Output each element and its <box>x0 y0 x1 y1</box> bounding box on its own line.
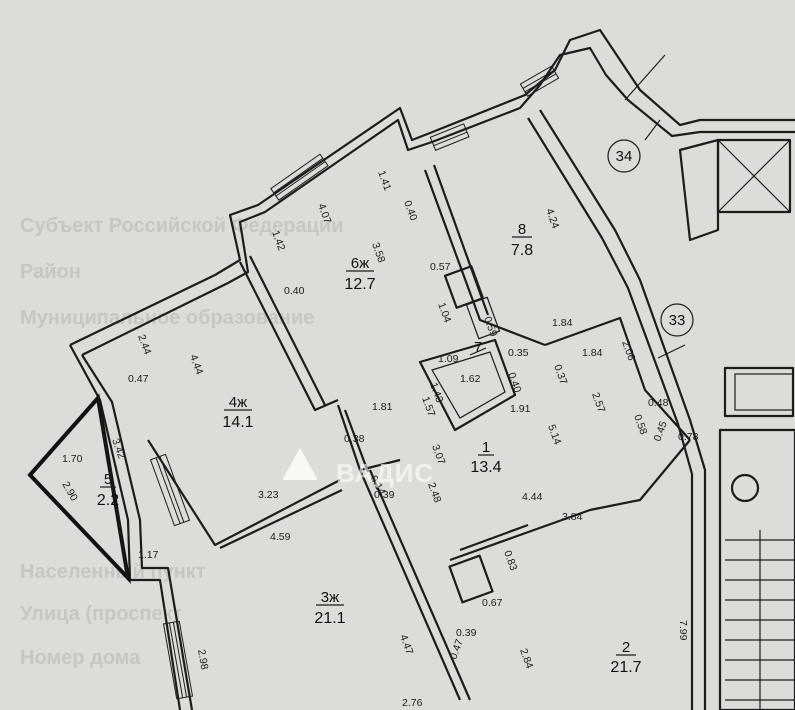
dim-label: 3.23 <box>258 489 279 501</box>
dim-label: 0.40 <box>284 285 305 297</box>
dim-label: 0.67 <box>482 597 503 609</box>
bg-text-municipality: Муниципальное образование <box>20 307 314 329</box>
svg-text:3ж: 3ж <box>321 589 339 606</box>
svg-text:2: 2 <box>622 639 630 656</box>
dim-label: 1.84 <box>552 317 573 329</box>
dim-label: 7.99 <box>677 620 689 641</box>
dim-label: 0.39 <box>374 489 395 501</box>
dim-label: 2.57 <box>589 391 607 414</box>
axis-33-label: 33 <box>669 312 686 329</box>
dim-label: 2.98 <box>195 648 210 670</box>
dim-label: 2.90 <box>59 480 80 504</box>
axis-34-label: 34 <box>616 148 633 165</box>
dim-label: 4.47 <box>397 633 415 656</box>
dim-label: 1.81 <box>372 401 393 413</box>
dim-label: 2.84 <box>517 647 535 670</box>
watermark-text: ВАДИС <box>336 458 434 488</box>
dim-label: 1.70 <box>62 453 83 465</box>
dim-label: 4.44 <box>187 353 205 376</box>
dim-label: 0.48 <box>648 397 669 409</box>
svg-text:12.7: 12.7 <box>344 276 375 293</box>
dim-label: 0.57 <box>430 261 451 273</box>
dim-label: 0.39 <box>456 627 477 639</box>
svg-text:1: 1 <box>482 439 490 456</box>
dim-label: 0.35 <box>508 347 529 359</box>
dim-label: 0.47 <box>448 638 466 661</box>
dim-label: 5.14 <box>545 423 563 446</box>
background-form-text: Субъект Российской Федерации Район Муниц… <box>20 215 344 669</box>
dim-label: 3.58 <box>369 241 387 264</box>
svg-text:5: 5 <box>104 471 112 488</box>
balcony-5 <box>27 393 132 585</box>
dim-label: 0.40 <box>401 199 419 222</box>
interior-walls <box>147 164 691 701</box>
axis-marker-33: 33 <box>660 303 694 337</box>
window-room3 <box>162 620 194 700</box>
dim-label: 1.04 <box>435 301 453 324</box>
svg-text:8: 8 <box>518 221 526 238</box>
bg-text-subject: Субъект Российской Федерации <box>20 215 344 237</box>
dim-label: 2.44 <box>135 333 153 356</box>
dim-label: 0.78 <box>678 431 699 443</box>
dim-label: 0.83 <box>501 549 519 572</box>
dimension-labels: 1.41 4.07 0.40 1.42 3.58 0.57 0.40 1.04 … <box>59 169 698 709</box>
room-8-label: 8 7.8 <box>511 221 533 259</box>
room-labels: 1 13.4 2 21.7 3ж 21.1 4ж 14.1 5 2.2 6ж 1… <box>97 221 642 676</box>
dim-label: 3.84 <box>562 511 583 523</box>
bg-text-street: Улица (проспект <box>20 603 183 625</box>
window-stair <box>519 65 560 97</box>
dim-label: 4.59 <box>270 531 291 543</box>
room-2-label: 2 21.7 <box>610 639 641 676</box>
bg-text-settlement: Населенный пункт <box>20 561 206 583</box>
svg-text:2.2: 2.2 <box>97 492 119 509</box>
dim-label: 0.47 <box>128 373 149 385</box>
dim-label: 1.84 <box>582 347 603 359</box>
svg-text:13.4: 13.4 <box>470 459 501 476</box>
outer-walls <box>69 28 795 710</box>
dim-label: 1.91 <box>510 403 531 415</box>
dim-label: 0.58 <box>631 413 649 436</box>
watermark-logo: ВАДИС <box>282 448 434 488</box>
dim-label: 0.38 <box>344 433 365 445</box>
svg-text:21.1: 21.1 <box>314 610 345 627</box>
bg-text-house: Номер дома <box>20 647 141 669</box>
svg-text:7: 7 <box>474 339 482 356</box>
dim-label: 1.41 <box>375 169 393 192</box>
room-3-label: 3ж 21.1 <box>314 589 345 627</box>
svg-text:7.8: 7.8 <box>511 242 533 259</box>
windows <box>149 65 560 700</box>
room-4-label: 4ж 14.1 <box>222 394 253 431</box>
axis-marker-34: 34 <box>607 139 641 173</box>
room-7-label: 7 <box>469 339 487 356</box>
dim-label: 2.76 <box>402 697 423 709</box>
dim-label: 1.09 <box>438 353 459 365</box>
dim-label: 2.06 <box>619 339 637 362</box>
room-6-label: 6ж 12.7 <box>344 255 375 293</box>
svg-text:6ж: 6ж <box>351 255 369 272</box>
room-1-label: 1 13.4 <box>470 439 501 476</box>
dim-label: 0.40 <box>505 371 523 394</box>
dim-label: 4.44 <box>522 491 543 503</box>
window-room8 <box>429 123 470 151</box>
room-5-label: 5 2.2 <box>97 471 119 509</box>
dim-label: 0.37 <box>551 363 569 386</box>
stair-steps <box>725 530 795 710</box>
dim-label: 0.45 <box>652 420 670 443</box>
dim-label: 4.24 <box>543 207 561 230</box>
window-room6 <box>270 153 329 201</box>
dim-label: 0.59 <box>481 315 499 338</box>
svg-text:4ж: 4ж <box>229 394 247 411</box>
svg-text:21.7: 21.7 <box>610 659 641 676</box>
svg-text:14.1: 14.1 <box>222 414 253 431</box>
dim-label: 1.62 <box>460 373 481 385</box>
bg-text-district: Район <box>20 261 81 283</box>
window-room4 <box>149 453 191 527</box>
core-right <box>624 54 795 710</box>
dim-label: 1.17 <box>138 549 159 561</box>
